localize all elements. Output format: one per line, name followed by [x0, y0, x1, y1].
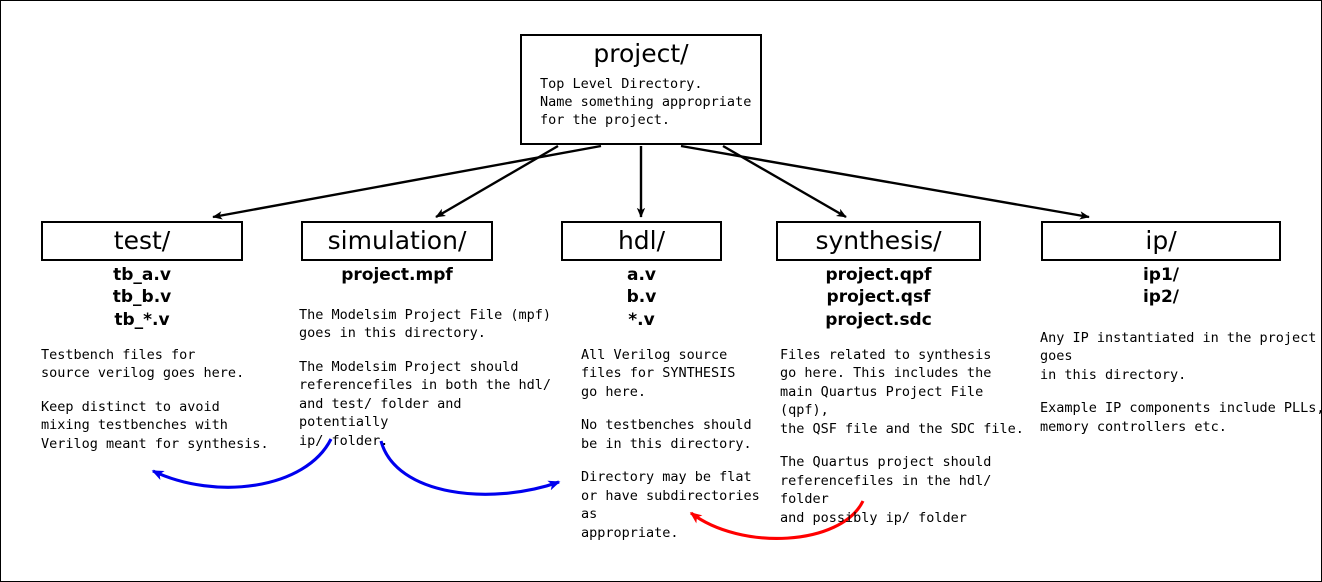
- node-hdl-note-1: All Verilog source files for SYNTHESIS g…: [581, 347, 736, 400]
- node-ip[interactable]: ip/: [1041, 221, 1281, 261]
- node-hdl-files: a.v b.v *.v: [626, 265, 657, 330]
- node-synthesis-title: synthesis/: [815, 225, 942, 255]
- tree-edges: [212, 144, 1090, 220]
- node-test-files: tb_a.v tb_b.v tb_*.v: [112, 265, 172, 330]
- node-test-note-1: Testbench files for source verilog goes …: [41, 347, 245, 382]
- column-synthesis: project.qpf project.qsf project.sdc: [776, 264, 981, 331]
- node-project-title: project/: [593, 39, 689, 68]
- node-simulation-title: simulation/: [327, 225, 467, 255]
- edge-project-to-simulation: [435, 144, 559, 219]
- column-simulation: project.mpf: [301, 264, 493, 286]
- node-ip-title: ip/: [1145, 225, 1177, 255]
- edge-project-to-ip: [680, 144, 1090, 220]
- column-test: tb_a.v tb_b.v tb_*.v: [41, 264, 243, 331]
- node-test-note-2: Keep distinct to avoid mixing testbenche…: [41, 398, 269, 452]
- node-hdl-note-2: No testbenches should be in this directo…: [581, 417, 752, 452]
- node-synthesis[interactable]: synthesis/: [776, 221, 981, 261]
- column-simulation-notes: The Modelsim Project File (mpf) goes in …: [299, 306, 559, 450]
- column-test-notes: Testbench files for source verilog goes …: [41, 346, 271, 453]
- column-hdl: a.v b.v *.v: [561, 264, 722, 331]
- column-ip: ip1/ ip2/: [1041, 264, 1281, 309]
- node-simulation-note-1: The Modelsim Project File (mpf) goes in …: [299, 307, 551, 342]
- node-project[interactable]: project/ Top Level Directory. Name somet…: [520, 34, 762, 145]
- node-synthesis-files: project.qpf project.qsf project.sdc: [825, 265, 932, 330]
- node-ip-note-1: Any IP instantiated in the project goes …: [1040, 330, 1317, 383]
- node-hdl[interactable]: hdl/: [561, 221, 722, 261]
- node-simulation-note-2: The Modelsim Project should referencefil…: [299, 358, 551, 449]
- node-synthesis-note-2: The Quartus project should referencefile…: [780, 454, 992, 526]
- node-simulation[interactable]: simulation/: [301, 221, 493, 261]
- node-hdl-note-3: Directory may be flat or have subdirecto…: [581, 469, 760, 541]
- node-hdl-title: hdl/: [617, 225, 666, 255]
- column-synthesis-notes: Files related to synthesis go here. This…: [780, 346, 1040, 527]
- node-test-title: test/: [113, 225, 171, 255]
- column-hdl-notes: All Verilog source files for SYNTHESIS g…: [581, 346, 781, 542]
- edge-project-to-synthesis: [722, 144, 847, 219]
- node-project-description: Top Level Directory. Name something appr…: [540, 75, 752, 129]
- node-test[interactable]: test/: [41, 221, 243, 261]
- node-ip-note-2: Example IP components include PLLs, memo…: [1040, 400, 1322, 435]
- edge-project-to-test: [212, 144, 602, 220]
- node-simulation-files: project.mpf: [341, 265, 453, 285]
- column-ip-notes: Any IP instantiated in the project goes …: [1040, 329, 1322, 436]
- node-synthesis-note-1: Files related to synthesis go here. This…: [780, 347, 1024, 437]
- node-ip-files: ip1/ ip2/: [1142, 265, 1180, 308]
